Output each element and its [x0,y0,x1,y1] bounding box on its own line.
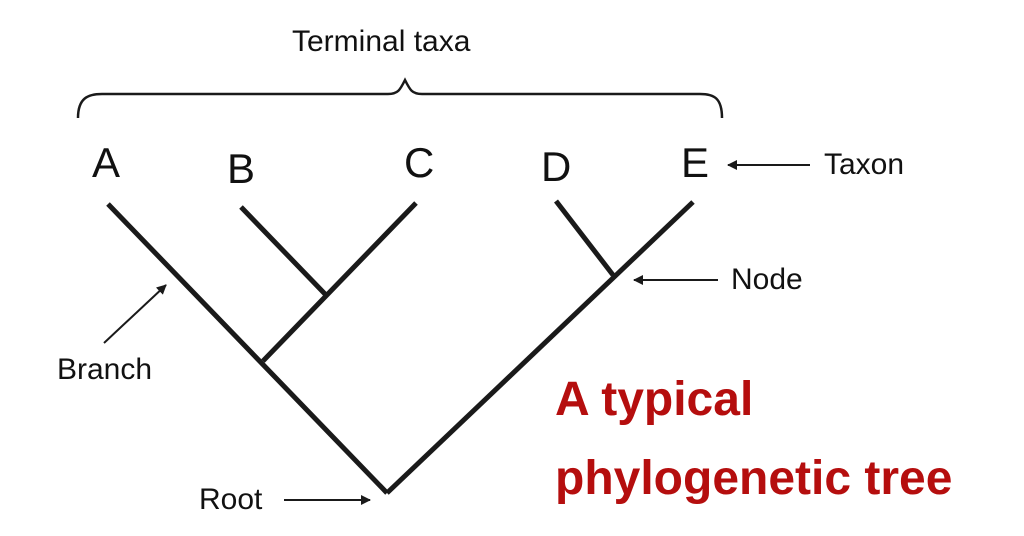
branch-d [554,199,615,277]
taxon-a-label: A [92,139,121,186]
root-annotation: Root [199,483,263,516]
branch-arrow [103,284,167,344]
branch-b [239,205,327,296]
taxon-d-label: D [541,143,572,190]
branch-root-right [385,200,695,495]
taxon-e-label: E [681,139,710,186]
branch-a [106,202,389,495]
taxon-c-label: C [404,139,435,186]
node-annotation: Node [731,263,803,296]
branch-annotation: Branch [57,353,153,386]
title-line-2: phylogenetic tree [555,452,953,505]
terminal-taxa-label: Terminal taxa [292,25,471,58]
taxon-annotation: Taxon [824,148,905,181]
terminal-taxa-brace [76,77,724,119]
title-line-1: A typical [555,373,754,426]
branch-bc-clade [261,201,418,363]
taxon-b-label: B [227,145,256,192]
